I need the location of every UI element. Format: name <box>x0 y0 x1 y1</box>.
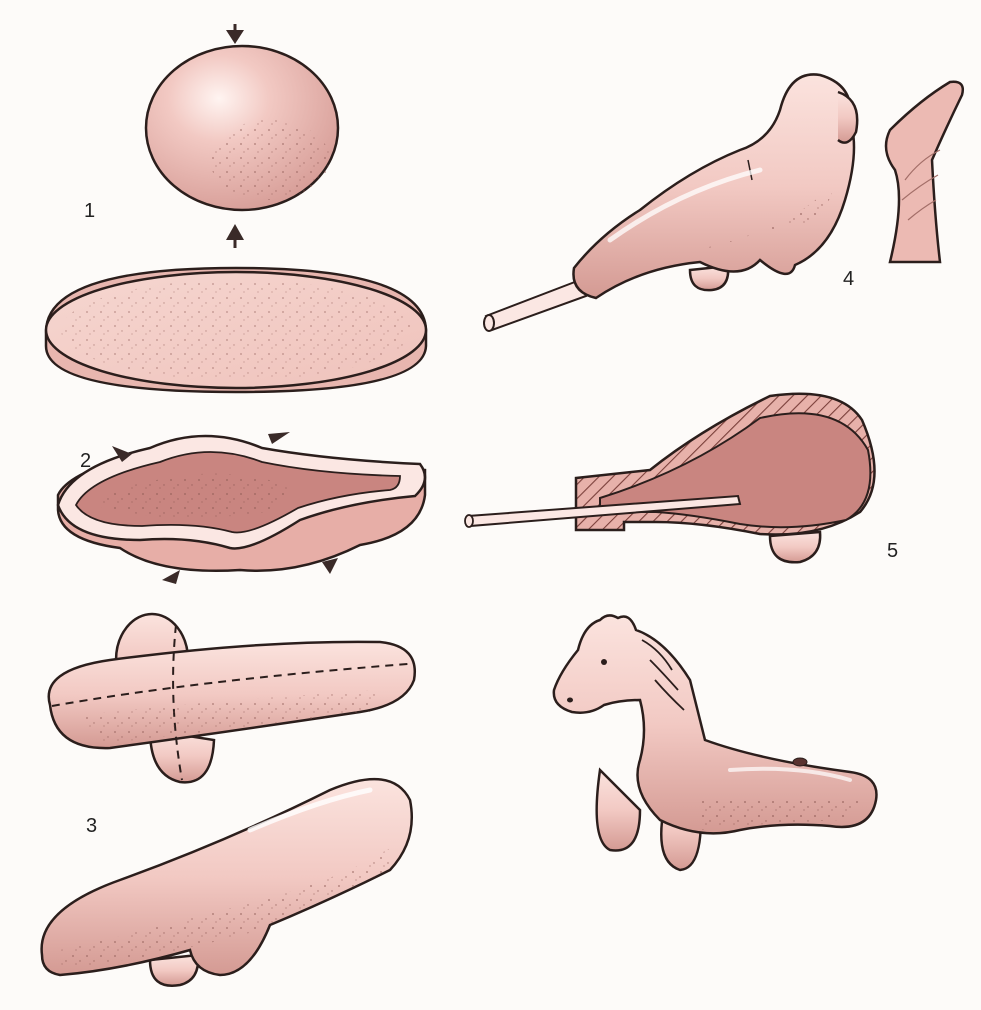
finished-horse-whistle <box>554 615 877 870</box>
rolled-blank-marked <box>49 614 415 782</box>
step1-ball-group <box>146 24 338 248</box>
arrow-up-icon <box>226 224 244 240</box>
pinch-arrow-bottomleft-icon <box>162 570 180 584</box>
whistle-cross-section <box>465 394 875 563</box>
arrow-down-icon <box>226 30 244 44</box>
whistle-hole <box>793 758 807 766</box>
rolled-blank-bent <box>42 779 412 986</box>
bird-whistle-with-stick <box>484 74 963 331</box>
whistle-side-piece <box>886 82 963 262</box>
flattened-disc <box>46 268 426 392</box>
pinch-arrow-topright-icon <box>268 432 290 444</box>
pinched-hollow-shape <box>58 432 425 584</box>
